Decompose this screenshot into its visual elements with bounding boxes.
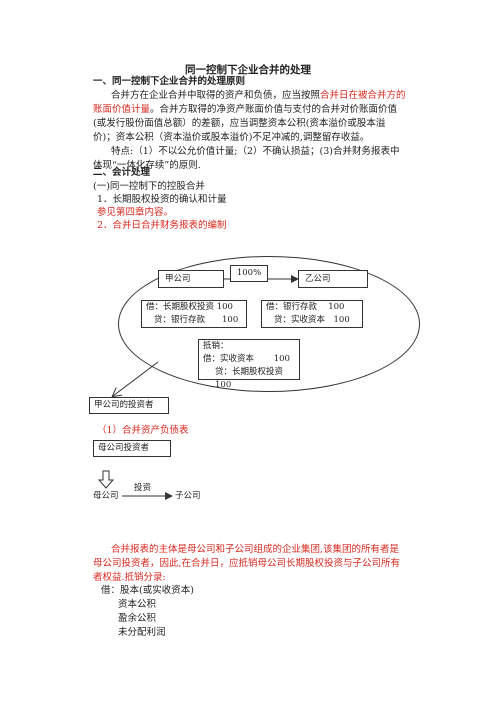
parent-label: 母公司 <box>93 491 119 501</box>
paragraph-principle-highlight: 合并日在被合并方的账面价值计量 <box>93 90 406 115</box>
parent-investor-box: 母公司投资者 <box>93 440 171 457</box>
parent-entry-credit: 贷：银行存款 100 <box>154 315 239 325</box>
investor-label: 甲公司的投资者 <box>94 400 154 410</box>
entry-capital-reserve: 资本公积 <box>118 599 157 610</box>
parent-entry-box: 借：长期股权投资 100 贷：银行存款 100 <box>141 300 247 328</box>
page-title: 同一控制下企业合并的处理 <box>185 64 311 76</box>
investor-box: 甲公司的投资者 <box>89 397 169 414</box>
entry-retained-earnings: 未分配利润 <box>118 627 166 638</box>
group-ellipse <box>118 256 420 392</box>
entry-surplus-reserve: 盈余公积 <box>118 613 157 624</box>
subsidiary-box: 乙公司 <box>298 270 368 288</box>
sub-heading-balance-sheet: （1）合并资产负债表 <box>97 425 189 436</box>
parent-investor-label: 母公司投资者 <box>98 443 150 453</box>
invest-label: 投资 <box>134 483 152 493</box>
subsidiary-label: 乙公司 <box>305 274 331 284</box>
ownership-percent-box: 100% <box>230 265 268 282</box>
parent-company-box: 甲公司 <box>158 270 224 288</box>
paragraph-principle: 合并方在企业合并中取得的资产和负债，应当按照合并日在被合并方的账面价值计量。合并… <box>93 89 408 145</box>
subsidiary-label-2: 子公司 <box>175 491 201 501</box>
elimination-credit: 贷：长期股权投资 100 <box>215 367 284 390</box>
parent-company-label: 甲公司 <box>165 274 191 284</box>
entry-debit-capital: 借：股本(或实收资本) <box>101 585 194 596</box>
sub-entry-box: 借：银行存款 100 贷：实收资本 100 <box>261 300 363 328</box>
elimination-title: 抵销： <box>203 341 229 351</box>
investor-arrow <box>113 361 159 396</box>
sub-entry-credit: 贷：实收资本 100 <box>274 315 350 325</box>
control-arrow <box>97 470 115 489</box>
subsection-1: (一)同一控制下的控股合并 <box>93 181 205 192</box>
parent-entry-debit: 借：长期股权投资 100 <box>146 302 233 312</box>
item-1: 1．长期股权投资的确认和计量 <box>97 194 227 205</box>
paragraph-principle-text-a: 合并方在企业合并中取得的资产和负债，应当按照 <box>111 90 321 101</box>
paragraph-principle-text-b: 。合并方取得的净资产账面价值与支付的合并对价账面价值(或发行股份面值总额）的差额… <box>93 104 398 143</box>
elimination-debit: 借：实收资本 100 <box>203 354 290 364</box>
section-heading-1: 一、同一控制下企业合并的处理原则 <box>93 76 246 87</box>
section-heading-2: 二、会计处理 <box>93 167 151 178</box>
paragraph-features: 特点:（1）不以公允价值计量;（2）不确认损益；(3)合并财务报表中体现“一体化… <box>93 146 400 171</box>
sub-entry-debit: 借：银行存款 100 <box>266 302 345 312</box>
ownership-percent-label: 100% <box>236 268 262 278</box>
elimination-entry-box: 抵销： 借：实收资本 100 贷：长期股权投资 100 <box>198 339 300 390</box>
paragraph-consolidation: 合并报表的主体是母公司和子公司组成的企业集团,该集团的所有者是母公司投资者，因此… <box>93 544 401 583</box>
item-2: 2．合并日合并财务报表的编制 <box>97 220 227 231</box>
item-1-note: 参见第四章内容。 <box>97 207 174 218</box>
